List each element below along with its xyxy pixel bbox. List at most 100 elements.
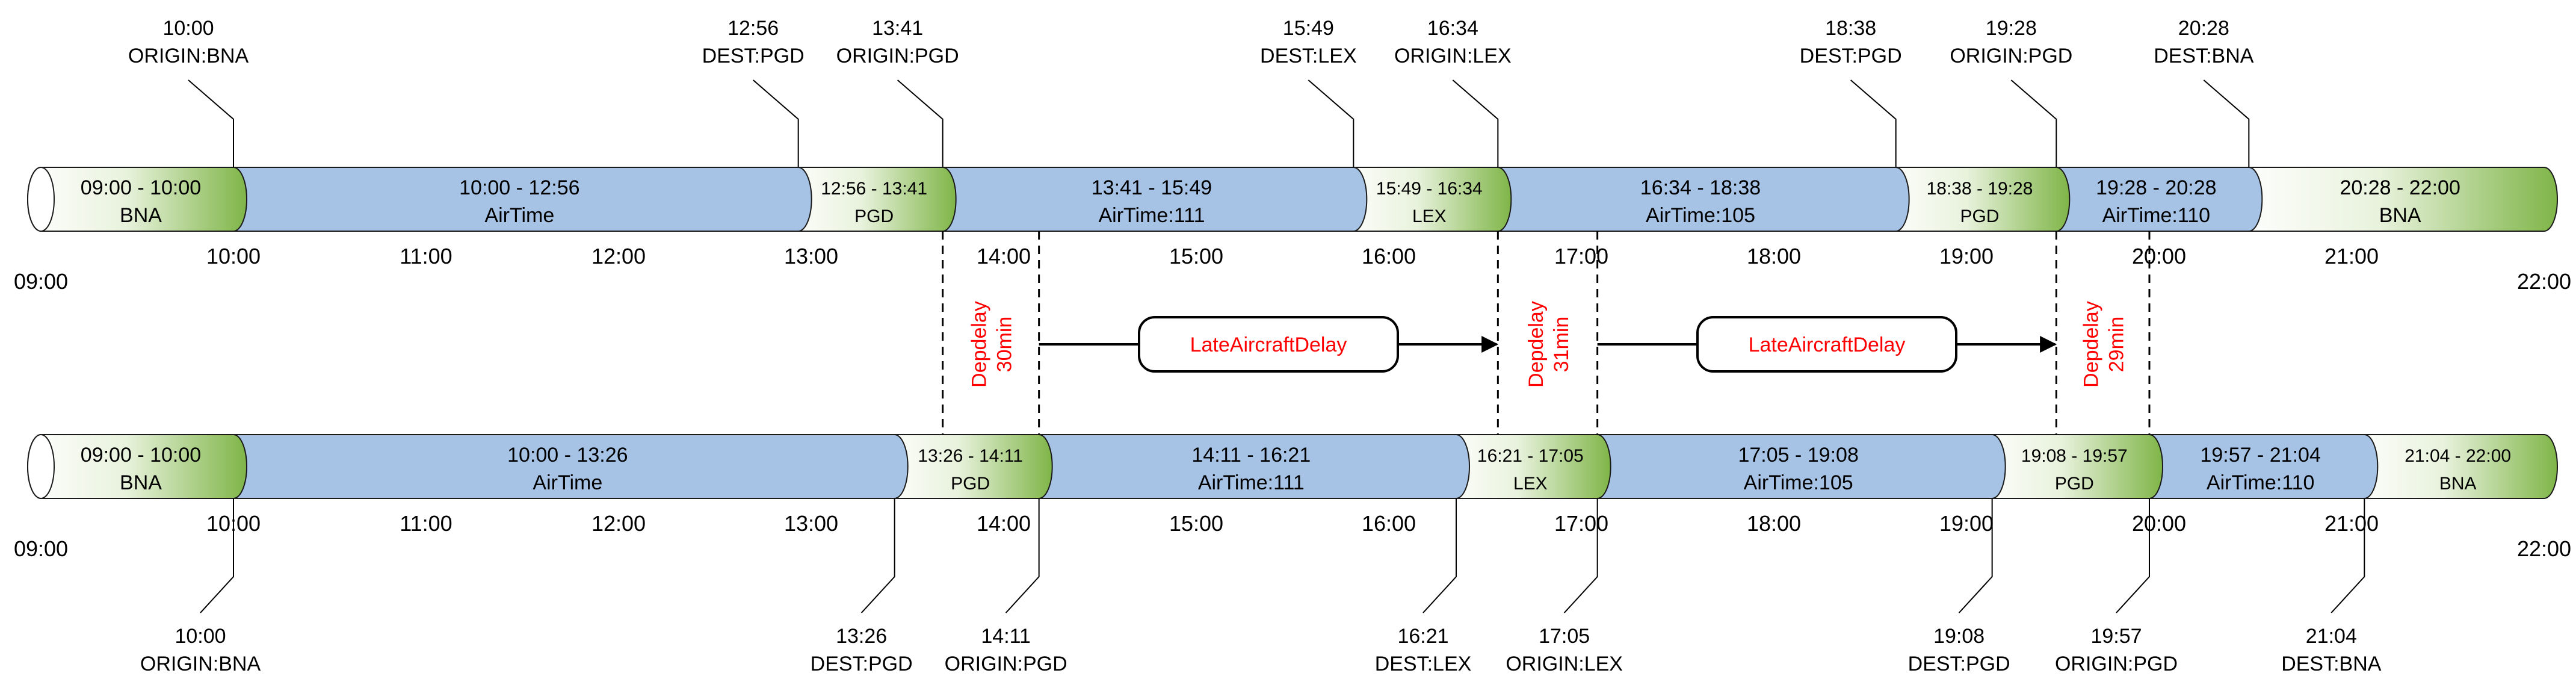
event-label: ORIGIN:PGD [836,45,959,67]
late-aircraft-delay-box [1696,316,1957,373]
segment-label: LEX [1412,206,1447,226]
event-time: 18:38 [1825,17,1876,40]
event-label: DEST:PGD [811,653,913,673]
callout-line [1958,498,1993,613]
callout-line [897,79,944,167]
delay-label-line1: Depdelay [968,301,991,388]
segment-time-range: 15:49 - 16:34 [1376,179,1483,199]
callout-line [1422,498,1457,613]
segment-label: AirTime:105 [1744,471,1853,494]
axis-tick-label: 14:00 [977,511,1031,536]
segment-label: PGD [854,206,894,226]
event-time: 13:26 [836,625,887,648]
segment-time-range: 13:41 - 15:49 [1092,176,1212,199]
event-time: 16:34 [1427,17,1478,40]
axis-tick-label: 15:00 [1169,511,1223,536]
delay-label-line2: 30min [993,317,1016,373]
event-time: 15:49 [1283,17,1334,40]
event-time: 16:21 [1397,625,1448,648]
segment-time-range: 13:26 - 14:11 [918,446,1023,466]
axis-tick-label: 19:00 [1939,511,1994,536]
late-aircraft-delay-label: LateAircraftDelay [1190,333,1347,356]
propagation-arrow: LateAircraftDelay [1597,316,2057,373]
segment-label: AirTime:110 [2207,471,2315,494]
event-label: ORIGIN:PGD [2055,653,2178,673]
axis-start-label: 09:00 [14,536,68,561]
segment-time-range: 14:11 - 16:21 [1191,444,1311,467]
segment-time-range: 21:04 - 22:00 [2405,446,2511,466]
event-label: ORIGIN:BNA [128,45,249,67]
callout-line [2116,498,2150,613]
event-label: DEST:BNA [2154,45,2254,67]
segment-time-range: 09:00 - 10:00 [81,176,201,199]
segment-label: AirTime [484,204,554,227]
segment-label: BNA [2439,474,2477,494]
axis-tick-label: 14:00 [977,244,1031,268]
axis-tick-label: 20:00 [2132,244,2186,268]
axis-end-label: 22:00 [2517,269,2571,294]
event-time: 20:28 [2178,17,2229,40]
segment-time-range: 19:08 - 19:57 [2021,446,2128,466]
segment-time-range: 17:05 - 19:08 [1738,444,1858,467]
event-time: 10:00 [162,17,214,40]
event-time: 13:41 [872,17,923,40]
segment-label: AirTime:110 [2102,204,2211,227]
segment-label: AirTime:111 [1198,471,1305,494]
segment-label: BNA [120,471,162,494]
event-label: DEST:PGD [1800,45,1902,67]
callout-line [188,79,234,167]
segment-time-range: 16:34 - 18:38 [1640,176,1761,199]
segment-time-range: 19:28 - 20:28 [2096,176,2216,199]
event-label: ORIGIN:BNA [140,653,261,673]
segment-label: PGD [951,474,990,494]
delay-label-line1: Depdelay [1525,301,1548,388]
event-label: DEST:LEX [1260,45,1357,67]
segment-label: AirTime:111 [1099,204,1205,227]
segment-label: LEX [1513,474,1548,494]
event-label: ORIGIN:PGD [945,653,1067,673]
delay-label-line2: 31min [1550,317,1573,373]
event-time: 10:00 [175,625,226,648]
axis-tick-label: 11:00 [400,244,452,268]
delay-label-line2: 29min [2105,317,2128,373]
axis-tick-label: 12:00 [591,244,646,268]
callout-line [1563,498,1598,613]
event-label: DEST:BNA [2281,653,2382,673]
segment-time-range: 16:21 - 17:05 [1477,446,1584,466]
timeline-start-cap [27,434,55,499]
segment-time-range: 12:56 - 13:41 [821,179,927,199]
axis-tick-label: 17:00 [1554,244,1608,268]
event-label: ORIGIN:LEX [1506,653,1623,673]
segment-time-range: 10:00 - 12:56 [459,176,579,199]
axis-tick-label: 16:00 [1362,511,1416,536]
callout-line [1005,498,1040,613]
